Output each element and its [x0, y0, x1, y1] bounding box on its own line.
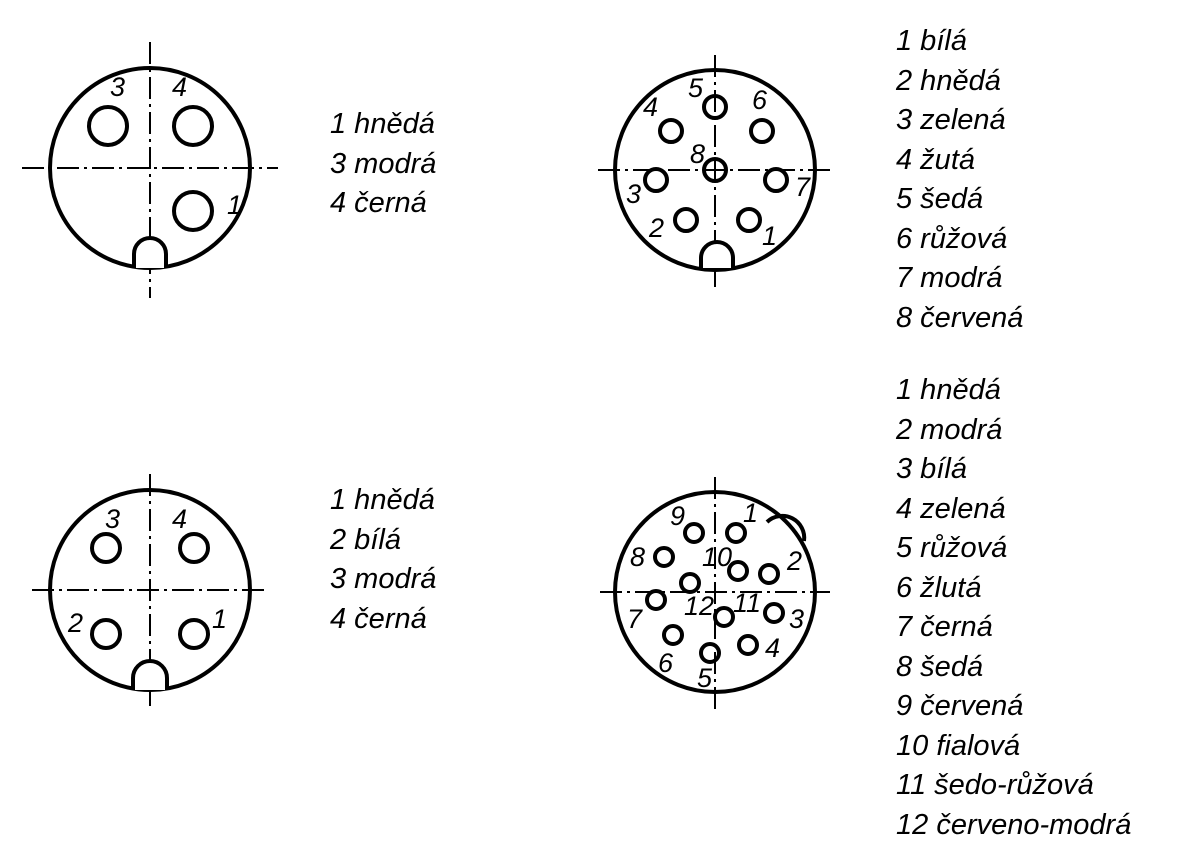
connector-a-pin-label-3: 3 — [110, 72, 125, 102]
legend-row: 3 zelená — [896, 104, 1006, 136]
connector-c-key-notch — [131, 659, 169, 690]
legend-row: 4 černá — [330, 187, 427, 219]
connector-b-pin-5 — [702, 94, 728, 120]
connector-b-pin-label-7: 7 — [795, 172, 811, 202]
connector-a-pin-1 — [172, 190, 214, 232]
connector-d-pin-label-8: 8 — [630, 542, 645, 572]
legend-row: 8 šedá — [896, 650, 984, 683]
legend-row: 6 žlutá — [896, 571, 982, 604]
connector-c-pin-2 — [90, 618, 122, 650]
connector-d-pin-label-10: 10 — [702, 542, 732, 572]
connector-b-pin-label-2: 2 — [648, 213, 664, 243]
connector-d-pin-11 — [713, 606, 735, 628]
connector-d-pin-6 — [662, 624, 684, 646]
legend-row: 6 růžová — [896, 222, 1008, 255]
connector-d-pin-12 — [679, 572, 701, 594]
connector-d-pin-4 — [737, 634, 759, 656]
connector-d-pin-2 — [758, 563, 780, 585]
connector-d-pin-label-2: 2 — [786, 546, 802, 576]
connector-c-pin-label-3: 3 — [105, 504, 120, 534]
connector-c-pin-label-4: 4 — [172, 504, 187, 534]
connector-c-pin-label-1: 1 — [212, 604, 227, 634]
legend-row: 3 modrá — [330, 147, 437, 180]
connector-d-pin-10 — [727, 560, 749, 582]
connector-c-pin-label-2: 2 — [67, 608, 83, 638]
connector-b-pin-label-8: 8 — [690, 139, 705, 169]
legend-row: 4 černá — [330, 602, 427, 635]
connector-b-pin-7 — [763, 167, 789, 193]
connector-a-pin-4 — [172, 105, 214, 147]
connector-a-key-notch — [132, 236, 168, 268]
legend-row: 5 růžová — [896, 532, 1008, 564]
legend-row: 2 bílá — [330, 523, 401, 556]
connector-b-pin-label-4: 4 — [643, 92, 658, 122]
connector-a-pin-3 — [87, 105, 129, 147]
legend-row: 2 hnědá — [896, 64, 1001, 97]
legend-row: 12 červeno-modrá — [896, 808, 1132, 841]
connector-d-pin-label-5: 5 — [697, 663, 713, 693]
connector-d-pin-label-7: 7 — [627, 604, 643, 634]
connector-d-pin-9 — [683, 522, 705, 544]
legend-row: 7 černá — [896, 611, 993, 643]
connector-b-pin-label-3: 3 — [626, 179, 641, 209]
connector-d-pin-3 — [763, 602, 785, 624]
legend-row: 2 modrá — [896, 413, 1003, 446]
connector-b-pin-3 — [643, 167, 669, 193]
legend-row: 4 žutá — [896, 143, 975, 176]
connector-d-pin-1 — [725, 522, 747, 544]
legend-row: 7 modrá — [896, 262, 1003, 294]
connector-b — [598, 55, 830, 290]
legend-row: 8 červená — [896, 301, 1024, 334]
connector-d-pin-label-6: 6 — [658, 648, 674, 678]
connector-d-pin-5 — [699, 642, 721, 664]
connector-c — [32, 474, 268, 710]
legend-row: 1 hnědá — [330, 108, 435, 140]
connector-d-pin-label-4: 4 — [765, 633, 780, 663]
connector-b-pin-2 — [673, 207, 699, 233]
connector-d-pin-7 — [645, 589, 667, 611]
connector-d-legend: 1 hnědá 2 modrá 3 bílá 4 zelená 5 růžová… — [896, 371, 1131, 845]
connector-a-legend: 1 hnědá 3 modrá 4 černá — [330, 105, 436, 224]
connector-b-legend: 1 bílá 2 hnědá 3 zelená 4 žutá 5 šedá 6 … — [896, 22, 1023, 338]
connector-c-pin-4 — [178, 532, 210, 564]
connector-b-pin-6 — [749, 118, 775, 144]
connector-d-pin-label-1: 1 — [743, 498, 758, 528]
connector-b-pin-label-1: 1 — [762, 221, 777, 251]
connector-d — [600, 477, 830, 710]
legend-row: 9 červená — [896, 690, 1024, 722]
connector-a-pin-label-4: 4 — [172, 72, 187, 102]
connector-c-pin-1 — [178, 618, 210, 650]
connector-b-pin-1 — [736, 207, 762, 233]
legend-row: 10 fialová — [896, 729, 1021, 762]
legend-row: 3 modrá — [330, 563, 437, 595]
connector-b-key-notch — [699, 240, 735, 268]
connector-b-pin-label-6: 6 — [752, 85, 768, 115]
connector-d-pin-label-9: 9 — [670, 501, 685, 531]
connector-b-pin-8 — [702, 157, 728, 183]
connector-d-pin-label-11: 11 — [733, 588, 761, 618]
legend-row: 1 hnědá — [330, 484, 435, 516]
legend-row: 3 bílá — [896, 453, 967, 485]
legend-row: 1 bílá — [896, 25, 967, 57]
connector-b-pin-label-5: 5 — [688, 73, 704, 103]
connector-b-pin-4 — [658, 118, 684, 144]
connector-a — [22, 42, 278, 298]
connector-d-pin-8 — [653, 546, 675, 568]
connector-c-legend: 1 hnědá 2 bílá 3 modrá 4 černá — [330, 481, 436, 639]
connector-d-key-notch — [765, 513, 807, 542]
legend-row: 11 šedo-růžová — [896, 769, 1094, 801]
connector-a-pin-label-1: 1 — [227, 190, 242, 220]
connector-c-pin-3 — [90, 532, 122, 564]
legend-row: 5 šedá — [896, 183, 984, 215]
legend-row: 1 hnědá — [896, 374, 1001, 406]
connector-d-pin-label-3: 3 — [789, 604, 804, 634]
legend-row: 4 zelená — [896, 492, 1006, 525]
connector-d-pin-label-12: 12 — [684, 591, 714, 621]
